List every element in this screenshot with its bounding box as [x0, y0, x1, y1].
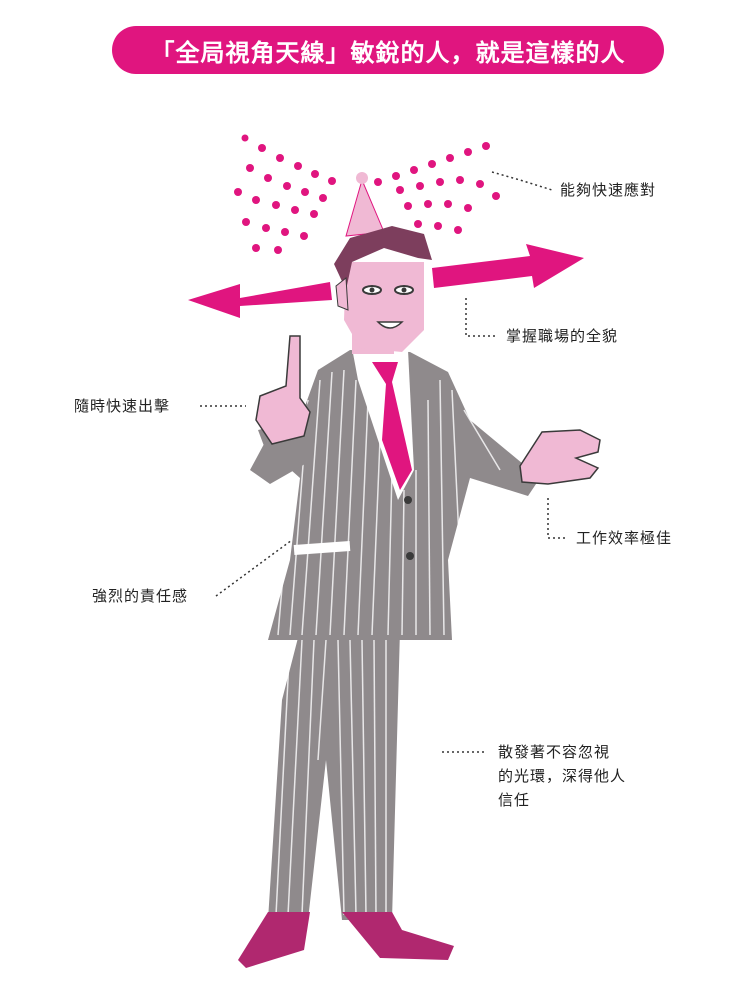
arrow-right-icon	[432, 244, 584, 288]
label-act: 隨時快速出擊	[74, 397, 171, 415]
antenna-cone	[345, 178, 385, 237]
label-efficiency: 工作效率極佳	[576, 529, 673, 547]
tie	[372, 362, 412, 490]
label-aura-line2: 的光環，深得他人	[498, 767, 627, 785]
trousers	[268, 630, 400, 920]
antenna-tip	[356, 172, 368, 184]
label-grasp: 掌握職場的全貌	[506, 327, 619, 345]
arrow-left-icon	[188, 282, 332, 318]
title-banner: 「全局視角天線」敏銳的人，就是這樣的人	[112, 26, 664, 74]
label-aura-line3: 信任	[498, 791, 531, 809]
face	[344, 262, 424, 352]
mouth	[376, 321, 404, 329]
label-aura-line1: 散發著不容忽視	[498, 743, 611, 761]
left-arm	[250, 380, 318, 484]
label-respond: 能夠快速應對	[560, 181, 657, 199]
antenna-signal-dots	[234, 134, 500, 254]
label-responsibility: 強烈的責任感	[92, 587, 189, 605]
leader-lines	[200, 171, 568, 753]
pointing-hand	[255, 335, 311, 445]
label-aura: 散發著不容忽視 的光環，深得他人 信任	[498, 740, 648, 812]
open-hand	[519, 429, 601, 485]
hair	[334, 226, 432, 290]
shoes	[238, 912, 454, 968]
ear	[335, 277, 349, 311]
